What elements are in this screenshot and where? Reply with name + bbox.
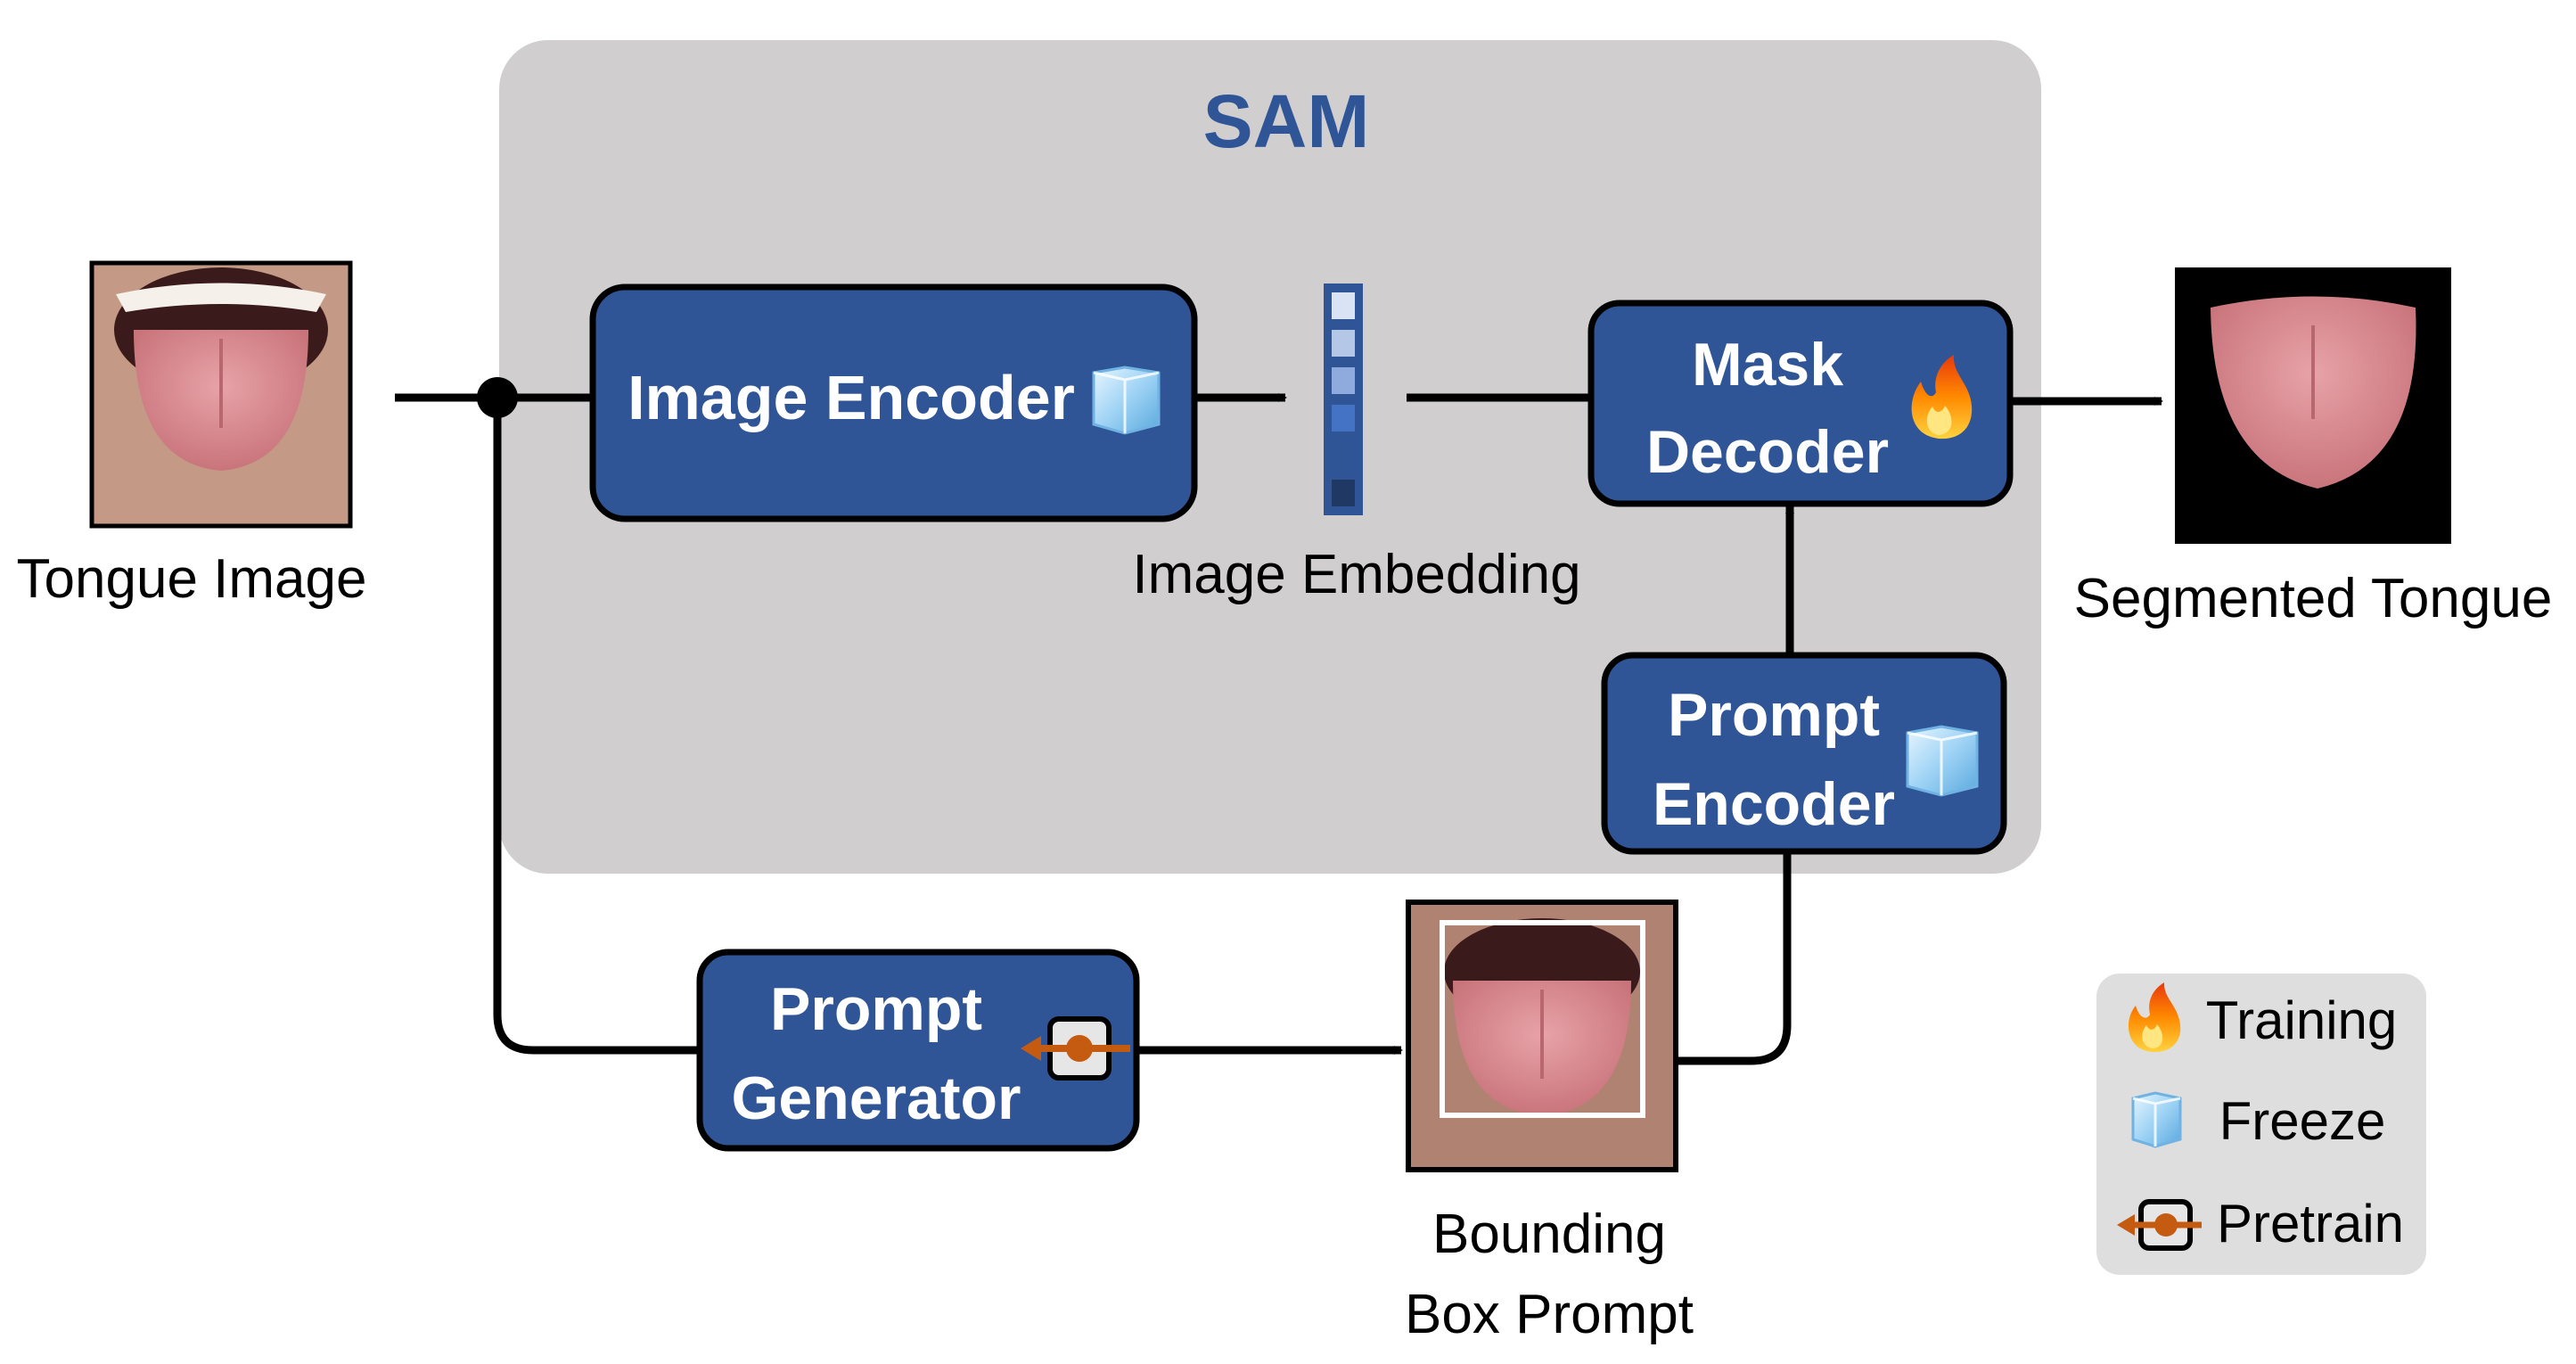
tongue-image-label: Tongue Image bbox=[17, 548, 367, 610]
legend: Training Freeze Pretrain bbox=[2096, 974, 2426, 1275]
pretrain-icon bbox=[2117, 1199, 2202, 1251]
sam-title: SAM bbox=[1203, 79, 1370, 163]
prompt-encoder-block: Prompt Encoder bbox=[1601, 652, 2007, 855]
legend-pretrain-label: Pretrain bbox=[2217, 1194, 2404, 1253]
segmented-tongue-image bbox=[2175, 267, 2451, 544]
mask-decoder-block: Mask Decoder bbox=[1587, 300, 2014, 507]
ice-cube-icon bbox=[2131, 1091, 2182, 1148]
bounding-box bbox=[1440, 920, 1645, 1118]
connectors bbox=[395, 393, 2163, 1065]
bounding-box-prompt-label-line2: Box Prompt bbox=[1405, 1284, 1694, 1345]
prompt-generator-label-line1: Prompt bbox=[770, 975, 982, 1043]
bounding-box-prompt-image bbox=[1406, 900, 1678, 1172]
flame-icon bbox=[2128, 982, 2181, 1053]
prompt-encoder-label-line2: Encoder bbox=[1653, 770, 1895, 838]
image-embedding-label: Image Embedding bbox=[1132, 544, 1580, 605]
junction-dot bbox=[477, 377, 518, 418]
pretrain-icon bbox=[1021, 1016, 1130, 1081]
ice-cube-icon bbox=[1092, 366, 1161, 435]
prompt-encoder-label-line1: Prompt bbox=[1668, 681, 1880, 749]
mask-decoder-label-line2: Decoder bbox=[1646, 418, 1889, 486]
legend-training-label: Training bbox=[2206, 990, 2398, 1050]
image-encoder-label: Image Encoder bbox=[628, 363, 1075, 432]
image-encoder-block: Image Encoder bbox=[589, 283, 1198, 522]
ice-cube-icon bbox=[1906, 725, 1979, 797]
prompt-generator-label-line2: Generator bbox=[732, 1064, 1021, 1132]
bounding-box-prompt-label-line1: Bounding bbox=[1432, 1204, 1666, 1265]
flame-icon bbox=[1911, 355, 1973, 440]
image-embedding bbox=[1324, 283, 1363, 515]
mask-decoder-label-line1: Mask bbox=[1692, 331, 1843, 399]
tongue-image bbox=[89, 260, 353, 529]
legend-freeze-label: Freeze bbox=[2219, 1091, 2386, 1151]
segmented-tongue-label: Segmented Tongue bbox=[2074, 568, 2553, 629]
prompt-generator-block: Prompt Generator bbox=[696, 949, 1140, 1152]
